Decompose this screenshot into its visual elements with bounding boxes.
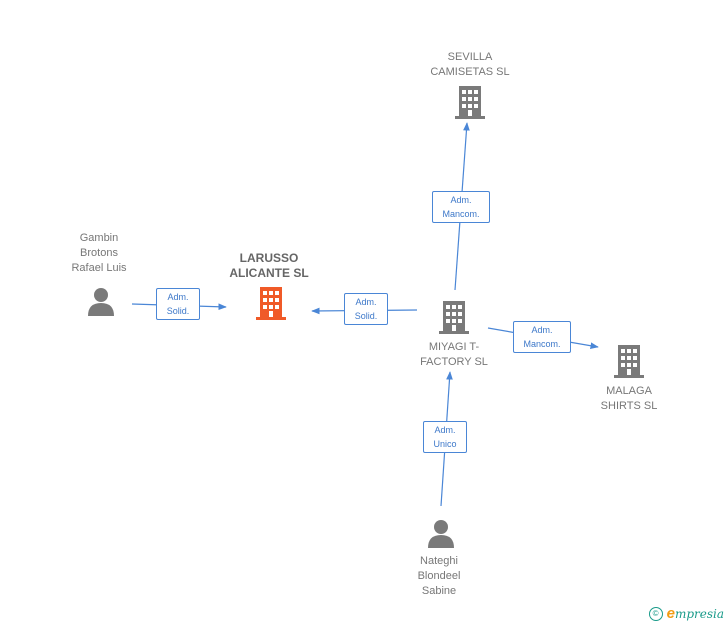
edge-label-miyagi-larusso[interactable]: Adm. Solid. [344, 293, 388, 325]
brand-initial: e [666, 605, 675, 622]
edge-label-miyagi-sevilla[interactable]: Adm. Mancom. [432, 191, 490, 223]
person-icon-gambin[interactable] [88, 288, 114, 316]
node-label-larusso[interactable]: LARUSSO ALICANTE SL [229, 251, 309, 280]
person-icon-nateghi[interactable] [428, 520, 454, 548]
copyright-icon: © [648, 606, 663, 621]
company-building-icon-sevilla[interactable] [455, 86, 485, 119]
brand-name: mpresia [674, 607, 724, 621]
brand-footer: © empresia [648, 605, 724, 622]
node-label-sevilla[interactable]: SEVILLA CAMISETAS SL [430, 51, 510, 78]
edge-label-miyagi-malaga[interactable]: Adm. Mancom. [513, 321, 571, 353]
brand-logo[interactable]: empresia [667, 605, 724, 622]
node-label-gambin[interactable]: Gambin Brotons Rafael Luis [71, 232, 127, 274]
company-building-icon-miyagi[interactable] [439, 301, 469, 334]
edge-label-gambin-larusso[interactable]: Adm. Solid. [156, 288, 200, 320]
company-building-icon-malaga[interactable] [614, 345, 644, 378]
company-building-icon-larusso[interactable] [256, 287, 286, 320]
node-label-miyagi[interactable]: MIYAGI T- FACTORY SL [420, 341, 488, 368]
node-label-malaga[interactable]: MALAGA SHIRTS SL [600, 385, 658, 412]
node-label-nateghi[interactable]: Nateghi Blondeel Sabine [417, 555, 461, 597]
edge-label-nateghi-miyagi[interactable]: Adm. Unico [423, 421, 467, 453]
